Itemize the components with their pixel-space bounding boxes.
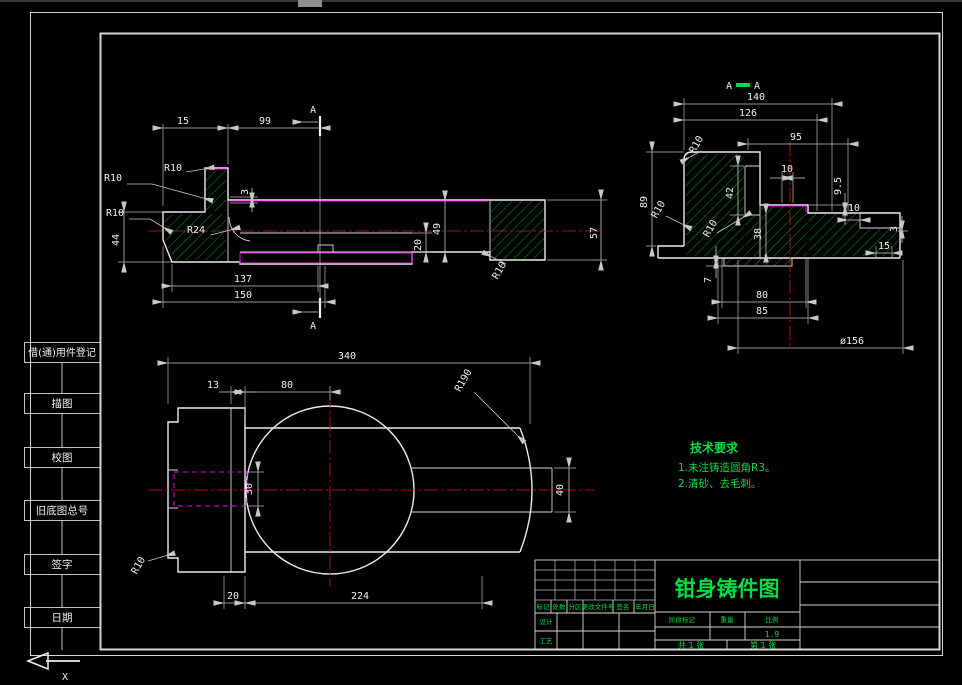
dim-label: R10: [491, 260, 510, 281]
dim-label: 95: [790, 132, 802, 143]
dim-label: 140: [747, 92, 765, 103]
strip-label: 校图: [52, 451, 73, 464]
strip-label: 旧底图总号: [36, 504, 89, 517]
dim-label: 49: [432, 223, 443, 235]
strip-label: 日期: [52, 612, 73, 624]
tb-process: 工艺: [540, 637, 554, 645]
strip-label: 借(通)用件登记: [28, 346, 96, 359]
dim-label: R190: [453, 368, 475, 394]
tb-sheet-total: 共 1 张: [678, 641, 704, 650]
sheet-frame: [30, 12, 943, 656]
dim-label: 20: [227, 591, 239, 602]
strip-label: 描图: [52, 397, 73, 410]
dim-label: R24: [187, 225, 205, 236]
strip-box-check: 校图: [24, 447, 101, 468]
tb-design: 设计: [540, 617, 554, 626]
strip-box-old-no: 旧底图总号: [24, 500, 101, 521]
dim-label: R10: [104, 173, 122, 184]
section-letter: A: [310, 321, 316, 332]
dim-label: 44: [111, 234, 122, 246]
dim-label: 3: [240, 189, 251, 195]
dim-label: 13: [207, 380, 219, 391]
tb-weight: 重量: [721, 616, 735, 624]
dim-label: R10: [164, 163, 182, 174]
dim-label: 10: [848, 203, 860, 214]
ucs-icon[interactable]: X: [25, 651, 80, 683]
dim-label: 15: [878, 241, 890, 252]
tb-signature: 签名: [617, 602, 630, 611]
dim-label: 340: [338, 351, 356, 362]
dim-label: 30: [244, 483, 255, 495]
dim-label: 224: [351, 591, 369, 602]
dim-label: 89: [639, 196, 650, 208]
dim-label: 3: [889, 226, 900, 232]
ucs-arrow: [25, 651, 49, 671]
strip-box-register: 借(通)用件登记: [24, 342, 101, 363]
strip-label: 签字: [52, 558, 73, 571]
section-letter: A: [726, 81, 732, 92]
dim-label: ø156: [840, 336, 864, 347]
dim-label: 57: [589, 227, 600, 239]
dim-label: 20: [413, 239, 424, 251]
technical-notes: 技术要求 1.未注铸造圆角R3。 2.清砂、去毛刺。: [678, 440, 776, 490]
dim-label: 38: [753, 228, 764, 240]
front-view: A A 15 99 R10 R10 R10 R24 3 44 20 49: [104, 105, 607, 332]
section-title: A A: [726, 81, 760, 92]
tb-stage-mark: 阶段标记: [669, 615, 696, 624]
tb-zone: 分区: [569, 602, 583, 611]
tb-mark: 标记: [537, 602, 551, 611]
ucs-x-label: X: [62, 672, 68, 683]
dim-label: 9.5: [833, 177, 844, 195]
tech-notes-title: 技术要求: [690, 440, 739, 455]
dim-label: 80: [281, 380, 293, 391]
dim-label: 10: [781, 164, 793, 175]
dim-label: 40: [555, 484, 566, 496]
tb-scale: 比例: [766, 615, 779, 624]
strip-box-sign: 签字: [24, 554, 101, 575]
plan-view: 340 13 80 R190 30 40 R10 20 224: [130, 351, 594, 609]
window-handle[interactable]: [298, 0, 322, 7]
strip-box-date: 日期: [24, 607, 101, 628]
drawing-title: 钳身铸件图: [675, 577, 780, 601]
window-top-edge: [0, 0, 962, 7]
tb-change-doc: 更改文件号: [582, 602, 615, 611]
dim-label: 150: [234, 290, 252, 301]
dim-label: 126: [739, 108, 757, 119]
section-view: A A: [639, 81, 914, 354]
strip-box-tracing: 描图: [24, 393, 101, 414]
tb-sheet-index: 第 1 张: [750, 640, 776, 650]
section-letter: A: [754, 81, 760, 92]
dim-label: 7: [703, 277, 714, 283]
tb-scale-value: 1.9: [765, 630, 780, 639]
title-block: 标记 处数 分区 更改文件号 签名 年月日 设计 工艺 钳身铸件图 阶段标记 重…: [534, 559, 941, 651]
dim-label: R10: [106, 208, 124, 219]
dim-label: R10: [130, 555, 149, 576]
section-letter: A: [310, 105, 316, 116]
tech-notes-line: 2.清砂、去毛刺。: [678, 477, 762, 490]
dim-label: 15: [177, 116, 189, 127]
cutting-plane: A A: [292, 105, 322, 332]
dim-label: 137: [234, 274, 252, 285]
tb-date: 年月日: [635, 602, 655, 611]
dim-label: 42: [725, 187, 736, 199]
left-margin-strip: 借(通)用件登记 描图 校图 旧底图总号 签字 日期: [24, 342, 101, 650]
dim-label: 85: [756, 306, 768, 317]
tb-count: 处数: [553, 602, 567, 611]
dim-label: 80: [756, 290, 768, 301]
tech-notes-line: 1.未注铸造圆角R3。: [678, 461, 776, 474]
dim-label: 99: [259, 116, 271, 127]
